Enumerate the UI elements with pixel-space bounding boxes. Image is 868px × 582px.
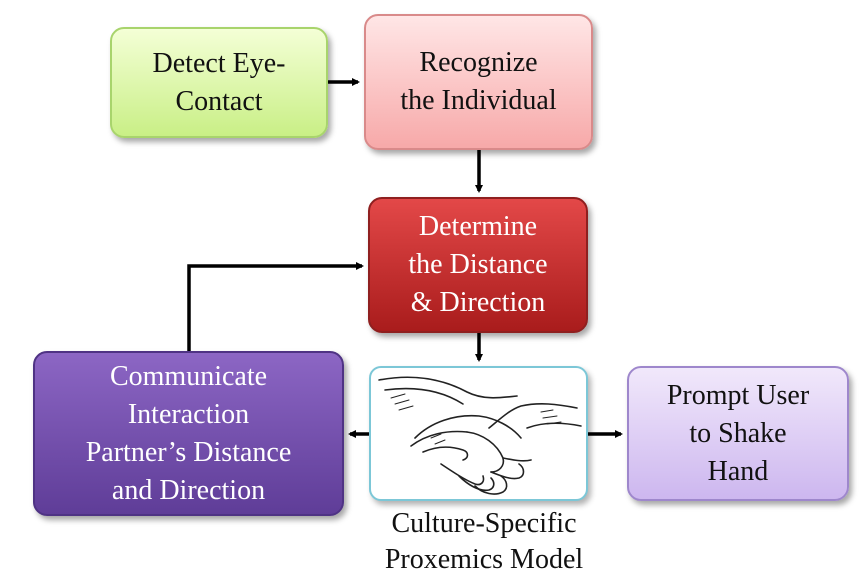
determine-distance-direction-label: Determine the Distance & Direction — [408, 211, 548, 318]
handshake-icon — [378, 376, 582, 495]
arrow-communicate-to-determine — [187, 262, 364, 351]
communicate-partner-node: Communicate Interaction Partner’s Distan… — [33, 351, 344, 516]
communicate-partner-label: Communicate Interaction Partner’s Distan… — [85, 360, 292, 506]
proxemics-model-label: Culture-Specific Proxemics Model — [384, 508, 584, 575]
recognize-individual-node: Recognize the Individual — [364, 14, 593, 150]
prompt-shake-hand-node: Prompt User to Shake Hand — [627, 366, 849, 501]
proxemics-model-node — [369, 366, 588, 501]
detect-eye-contact-node: Detect Eye- Contact — [110, 27, 328, 138]
prompt-shake-hand-label: Prompt User to Shake Hand — [666, 379, 810, 487]
recognize-individual-label: Recognize the Individual — [400, 47, 557, 116]
detect-eye-contact-label: Detect Eye- Contact — [152, 47, 286, 117]
determine-distance-direction-node: Determine the Distance & Direction — [368, 197, 588, 333]
